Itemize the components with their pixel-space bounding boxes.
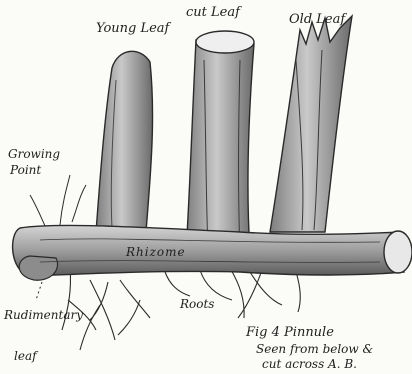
growing-point-label-line2: Point [10, 164, 41, 176]
growing-point-label-line1: Growing [8, 148, 60, 160]
rudimentary-leaf-label-line2: leaf [14, 350, 37, 362]
young-leaf-label: Young Leaf [96, 22, 169, 35]
old-leaf-label: Old Leaf [289, 13, 345, 26]
rudimentary-leaf [19, 256, 57, 280]
figure-caption-line3: cut across A. B. [262, 358, 357, 370]
rhizome [13, 225, 404, 276]
figure-caption-line2: Seen from below & [256, 343, 373, 355]
young-leaf [96, 51, 153, 232]
roots-label: Roots [180, 298, 214, 310]
rhizome-label: Rhizome [126, 246, 186, 258]
growing-point-fibers [30, 175, 86, 228]
old-leaf [270, 16, 352, 232]
figure-caption-line1: Fig 4 Pinnule [246, 326, 334, 339]
cut-leaf-label: cut Leaf [186, 6, 240, 19]
rudimentary-leaf-label-line1: Rudimentary [4, 309, 83, 321]
cut-leaf [186, 40, 254, 252]
